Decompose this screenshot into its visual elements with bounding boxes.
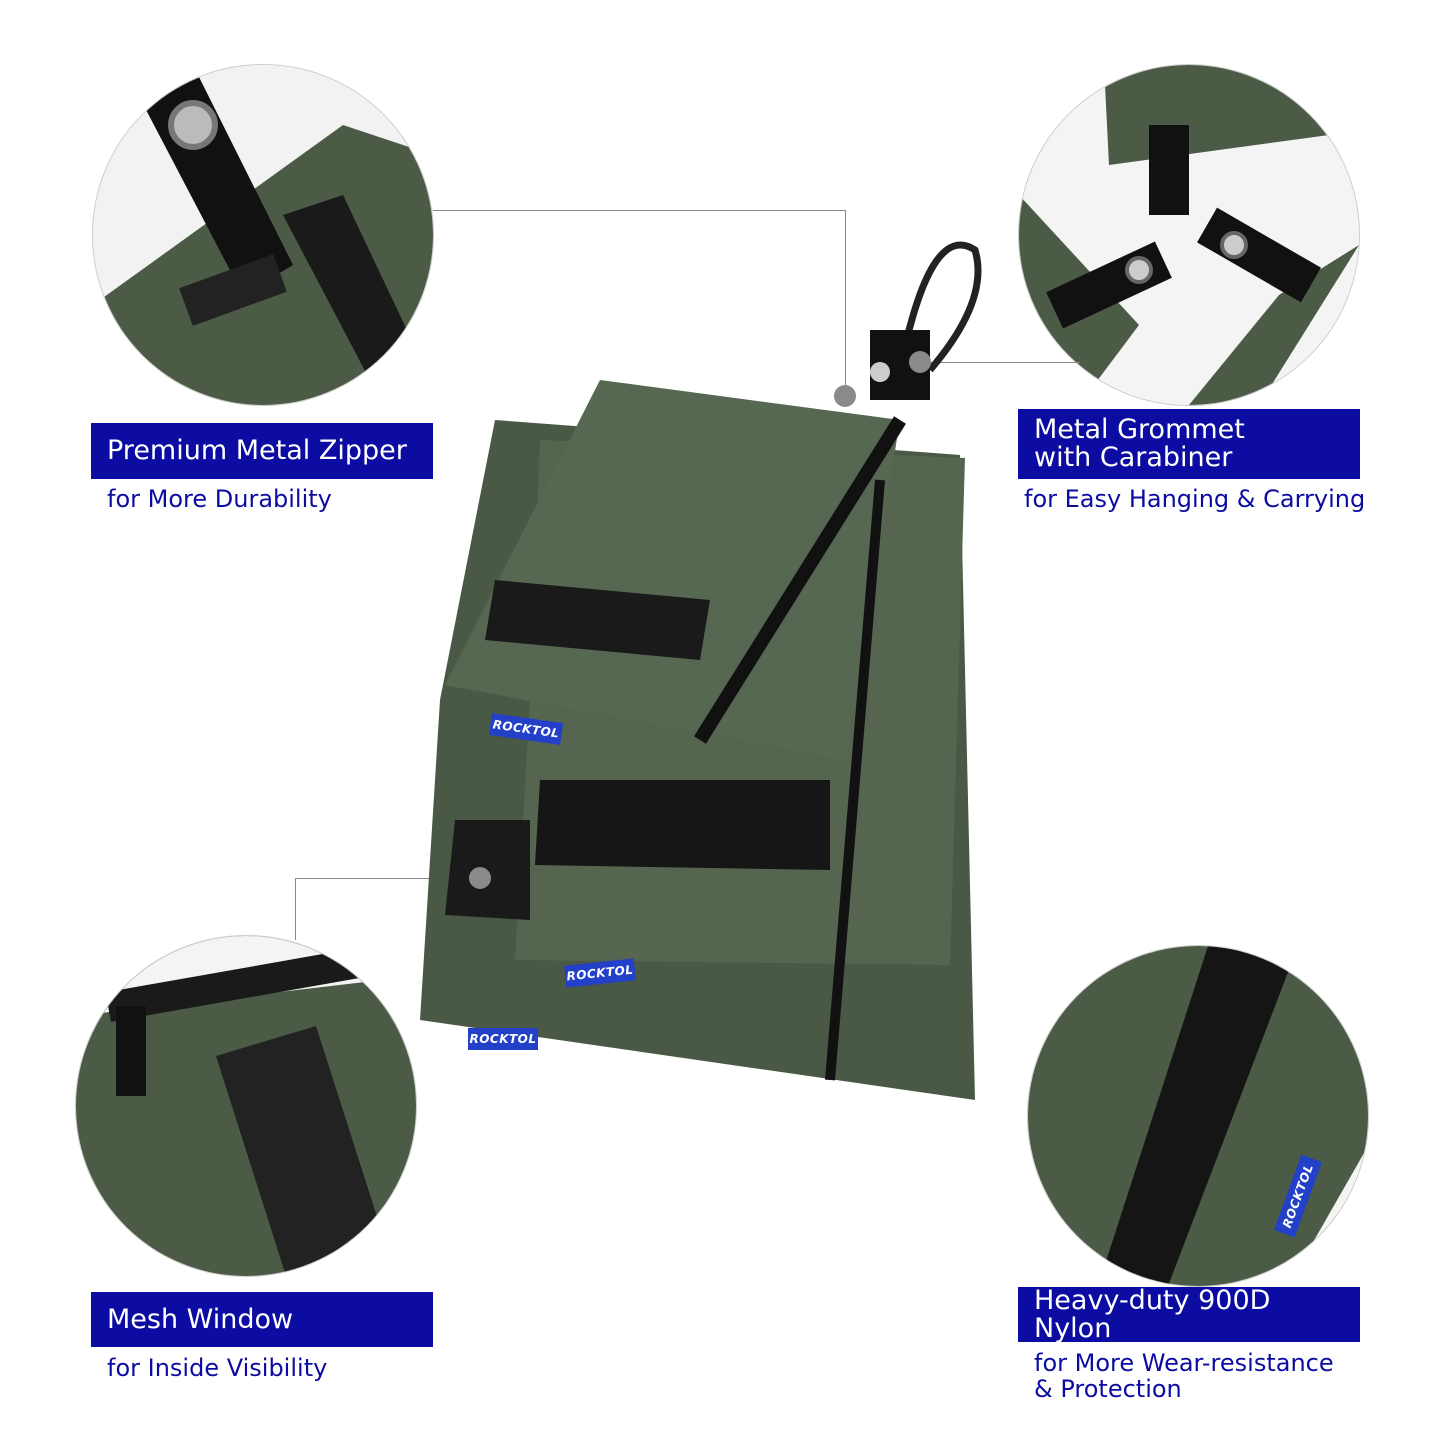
feature-subtitle-text: & Protection bbox=[1034, 1375, 1182, 1403]
feature-subtitle-zipper: for More Durability bbox=[107, 486, 332, 512]
connector-line bbox=[845, 210, 846, 396]
callout-dot-grommet bbox=[909, 351, 931, 373]
brand-tag: ROCKTOL bbox=[468, 1028, 538, 1050]
connector-line bbox=[295, 878, 296, 940]
feature-subtitle-text: for Inside Visibility bbox=[107, 1354, 328, 1382]
feature-subtitle-grommet: for Easy Hanging & Carrying bbox=[1024, 486, 1365, 512]
feature-title-text: Heavy-duty 900D Nylon bbox=[1034, 1284, 1271, 1344]
feature-subtitle-mesh: for Inside Visibility bbox=[107, 1355, 327, 1381]
feature-subtitle-text: for More Durability bbox=[107, 485, 332, 513]
feature-title-text: Metal Grommet bbox=[1034, 414, 1245, 445]
feature-subtitle-text: for Easy Hanging & Carrying bbox=[1024, 485, 1366, 513]
feature-subtitle-text: for More Wear-resistance bbox=[1034, 1349, 1334, 1377]
feature-title-grommet: Metal Grommet with Carabiner bbox=[1018, 409, 1360, 479]
feature-title-nylon: Heavy-duty 900D Nylon bbox=[1018, 1284, 1360, 1344]
zipper-detail-image bbox=[92, 64, 434, 406]
feature-title-text: with Carabiner bbox=[1034, 442, 1233, 473]
mesh-window-detail-image bbox=[75, 935, 417, 1277]
tool-pouch-set-image bbox=[420, 241, 982, 1100]
grommet-detail-image bbox=[1018, 64, 1360, 406]
callout-dot-zipper bbox=[834, 385, 856, 407]
callout-dot-mesh bbox=[469, 867, 491, 889]
feature-title-mesh: Mesh Window bbox=[91, 1292, 433, 1347]
connector-line bbox=[295, 878, 480, 879]
feature-title-text: Premium Metal Zipper bbox=[107, 435, 407, 466]
feature-title-text: Mesh Window bbox=[107, 1303, 294, 1335]
nylon-fabric-detail-image: ROCKTOL bbox=[1027, 945, 1369, 1287]
feature-subtitle-nylon: for More Wear-resistance & Protection bbox=[1034, 1350, 1334, 1402]
connector-line bbox=[433, 210, 845, 211]
connector-line bbox=[920, 362, 1080, 363]
feature-title-zipper: Premium Metal Zipper bbox=[91, 423, 433, 479]
